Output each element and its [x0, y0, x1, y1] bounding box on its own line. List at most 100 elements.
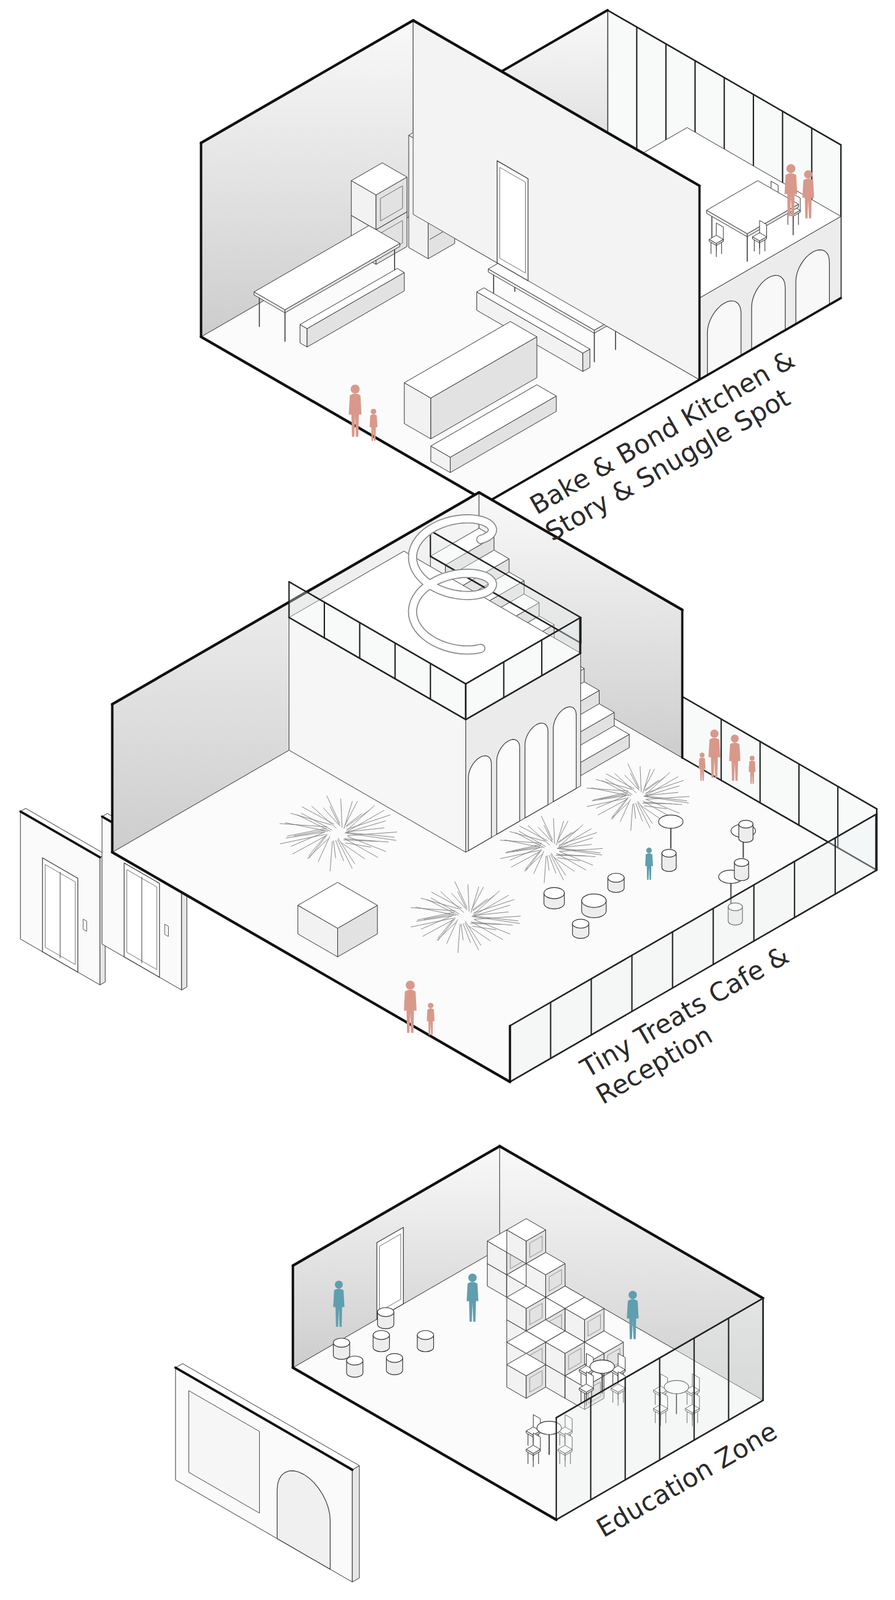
floor-edge	[201, 336, 488, 503]
kitchen-counter	[404, 321, 537, 398]
round-table	[658, 814, 684, 829]
wall	[413, 20, 700, 380]
person-body	[748, 760, 756, 784]
nest-sculpture	[586, 763, 689, 831]
nest-stick	[606, 773, 635, 789]
chair-leg	[798, 212, 799, 225]
storage-cube	[506, 1218, 546, 1241]
nest-stick	[344, 838, 378, 858]
wall-cut	[291, 1265, 295, 1368]
nest-stick	[465, 921, 481, 946]
nest-stick	[533, 851, 544, 874]
cube-opening	[587, 1314, 601, 1336]
person-body	[802, 178, 815, 219]
floor-edge	[292, 1367, 557, 1520]
storage-cube	[506, 1330, 546, 1353]
glass-mullion	[590, 978, 592, 1035]
stool-top	[333, 1338, 351, 1348]
nest-stick	[528, 825, 550, 845]
nest-stick	[467, 884, 470, 912]
nest-stick	[347, 821, 386, 833]
nest-stick	[525, 850, 542, 871]
nest-stick	[474, 904, 510, 916]
nest-stick	[511, 851, 541, 867]
nest-stick	[559, 848, 603, 852]
glass-mullion	[672, 931, 674, 988]
glass-mullion	[509, 1025, 511, 1082]
bench	[307, 272, 405, 348]
stool-top	[417, 1330, 434, 1340]
nest-stick	[416, 915, 454, 921]
nest-stick	[286, 831, 326, 838]
chair-leg	[710, 241, 711, 254]
nest-stick	[519, 826, 548, 841]
person-head	[710, 729, 719, 739]
table-leg	[711, 213, 713, 242]
person-silhouette	[708, 729, 721, 778]
glass-mullion	[759, 741, 761, 803]
table-leg	[593, 329, 596, 362]
nest-stick	[605, 778, 633, 795]
person-silhouette	[645, 847, 654, 880]
glass-mullion	[624, 1377, 627, 1480]
chair-leg	[580, 1389, 582, 1403]
glass-frame	[289, 617, 466, 720]
wall-cut	[201, 20, 414, 143]
arch-opening	[553, 706, 577, 802]
glass-mullion	[465, 683, 467, 720]
nest-stick	[337, 839, 353, 868]
table-leg	[746, 233, 748, 262]
glass-mullion	[555, 1417, 558, 1520]
wall-cut	[499, 1146, 764, 1299]
nest-stick	[544, 856, 546, 883]
elevator-button	[164, 923, 169, 937]
door	[376, 1227, 404, 1320]
glass-mullion	[728, 1317, 730, 1421]
nest-stick	[591, 787, 630, 796]
glass-mullion	[288, 581, 290, 618]
person-silhouette	[626, 1290, 639, 1339]
nest-stick	[473, 895, 495, 911]
wall-cut	[509, 1025, 512, 1082]
nest-stick	[602, 780, 631, 796]
arch-opening	[707, 301, 742, 376]
bench	[299, 268, 404, 329]
glass-mullion	[753, 884, 755, 941]
person-body	[626, 1298, 639, 1339]
person-body	[708, 737, 721, 778]
chair-leg	[764, 238, 766, 252]
nest-stick	[472, 922, 513, 926]
nest-stick	[645, 776, 666, 791]
door	[42, 857, 78, 972]
nest-stick	[597, 799, 627, 815]
nest-stick	[422, 919, 454, 937]
nest-stick	[558, 829, 579, 844]
person-body	[645, 853, 654, 880]
table-leg	[284, 309, 286, 342]
nest-stick	[473, 899, 515, 913]
glass-frame	[465, 653, 582, 720]
person-silhouette	[333, 1280, 345, 1327]
person-body	[698, 757, 706, 781]
cube-opening	[549, 1269, 562, 1291]
glass-mullion	[798, 763, 800, 825]
nest-stick	[347, 832, 397, 836]
arch-opening	[525, 723, 548, 819]
nest-stick	[474, 895, 509, 915]
nest-stick	[558, 832, 572, 843]
wall-cut	[698, 185, 702, 380]
nest-stick	[307, 838, 329, 859]
nest-stick	[333, 840, 337, 859]
arch-opening	[751, 275, 786, 350]
stool-top	[386, 1353, 404, 1363]
nest-stick	[504, 839, 543, 848]
glass-mullion	[631, 955, 633, 1012]
wall-cut	[200, 142, 203, 337]
door-panel	[44, 864, 76, 964]
arch-wall	[352, 1465, 359, 1582]
nest-stick	[431, 891, 462, 908]
nest-stick	[640, 766, 642, 792]
chair-leg	[527, 1432, 529, 1446]
person-silhouette	[349, 384, 362, 438]
chair-leg	[754, 238, 755, 252]
